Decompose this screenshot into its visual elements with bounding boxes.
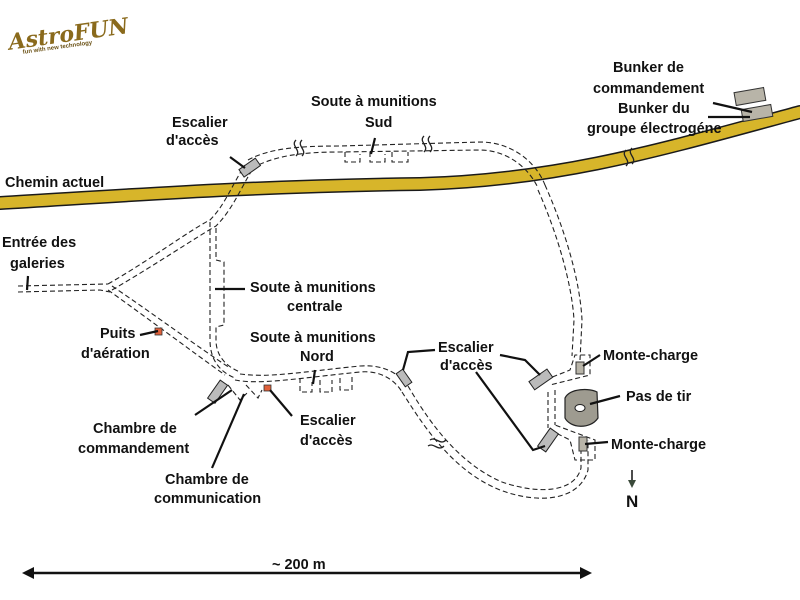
road-break-icon xyxy=(623,147,635,167)
tunnel-network xyxy=(17,141,596,499)
tunnel-breaks xyxy=(293,135,447,449)
bunker-cmd-label-2: commandement xyxy=(593,81,704,97)
ammo-north-label: Soute à munitions xyxy=(250,330,376,346)
cmd-room-label: Chambre de xyxy=(93,421,177,437)
vent-label: Puits xyxy=(100,326,135,342)
ammo-north-label-2: Nord xyxy=(300,349,334,365)
lift-top-label: Monte-charge xyxy=(603,348,698,364)
lift-top-icon xyxy=(575,361,585,375)
entrance-label-2: galeries xyxy=(10,256,65,272)
bunker-cmd-label: Bunker de xyxy=(613,60,684,76)
ammo-central-label-2: centrale xyxy=(287,299,343,315)
launch-pad-icon xyxy=(564,388,599,427)
logo: AstroFUN fun with new technology xyxy=(5,13,131,56)
stair-mid-label-2: d'accès xyxy=(300,433,353,449)
north-label: N xyxy=(626,492,638,511)
scale-bar: ~ 200 m xyxy=(22,557,592,579)
comm-room-label: Chambre de xyxy=(165,472,249,488)
ammo-central-label: Soute à munitions xyxy=(250,280,376,296)
ammo-south-label-2: Sud xyxy=(365,115,392,131)
stair-east-top-icon xyxy=(528,368,554,391)
stair-mid-label: Escalier xyxy=(300,413,356,429)
launch-pad-label: Pas de tir xyxy=(626,389,692,405)
cmd-room-label-2: commandement xyxy=(78,441,189,457)
break-icon xyxy=(427,438,447,449)
ammo-south-label: Soute à munitions xyxy=(311,94,437,110)
road-label: Chemin actuel xyxy=(5,175,104,191)
vent-label-2: d'aération xyxy=(81,346,150,362)
command-bunker-icon xyxy=(733,86,767,107)
access-stair-marker xyxy=(263,384,272,392)
scale-label: ~ 200 m xyxy=(272,557,326,573)
comm-room-label-2: communication xyxy=(154,491,261,507)
entrance-label: Entrée des xyxy=(2,235,76,251)
stair-north-label-2: d'accès xyxy=(166,133,219,149)
lift-bottom-label: Monte-charge xyxy=(611,437,706,453)
stair-mid-icon xyxy=(395,368,413,388)
bunker-gen-label-2: groupe électrogéne xyxy=(587,121,722,137)
bunker-gen-label: Bunker du xyxy=(618,101,690,117)
stair-command-icon xyxy=(206,379,229,405)
stair-north-label: Escalier xyxy=(172,115,228,131)
break-icon xyxy=(421,135,433,153)
stair-north-icon xyxy=(238,157,262,178)
north-arrow: N xyxy=(626,470,638,511)
stair-east-label-2: d'accès xyxy=(440,358,493,374)
road xyxy=(0,105,800,210)
stair-east-label: Escalier xyxy=(438,340,494,356)
leader-lines xyxy=(25,101,753,469)
break-icon xyxy=(293,139,305,157)
labels: Chemin actuel Entrée des galeries Escali… xyxy=(2,60,722,507)
